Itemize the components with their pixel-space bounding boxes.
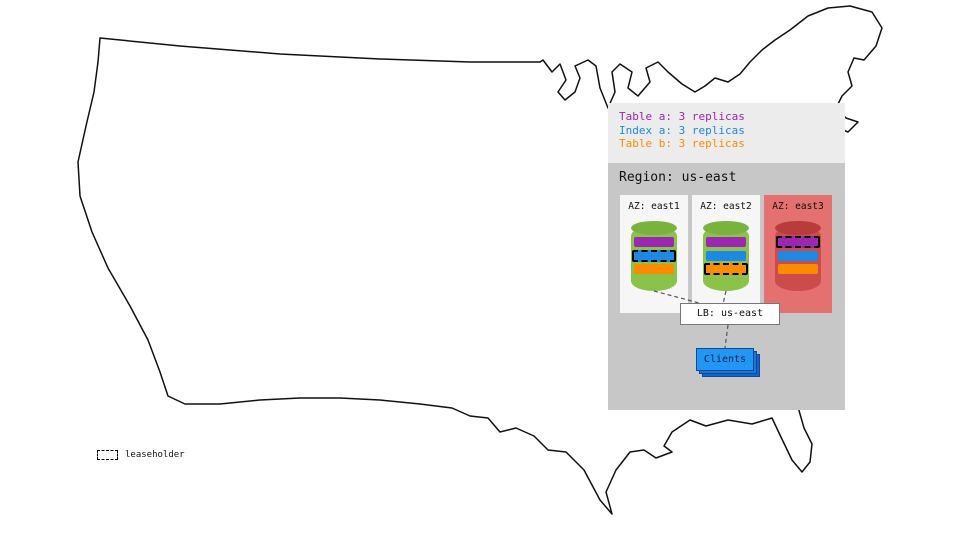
database-cylinder-east1	[631, 221, 677, 291]
az-east2-label: AZ: east2	[700, 201, 752, 212]
replica-legend: Table a: 3 replicas Index a: 3 replicas …	[608, 103, 845, 163]
region-us-east-panel: Region: us-east AZ: east1 AZ: east2	[608, 163, 845, 410]
database-cylinder-east3	[775, 221, 821, 291]
replica-bar-table-a	[776, 236, 820, 248]
clients-box: Clients	[696, 348, 754, 371]
clients-label: Clients	[703, 354, 747, 365]
cylinder-top	[775, 221, 821, 235]
connector-east1-to-lb	[653, 290, 704, 305]
connector-lb-to-clients	[724, 324, 729, 349]
replica-bar-table-b	[778, 264, 818, 274]
replica-bar-table-b	[704, 263, 748, 275]
leaseholder-legend-label: leaseholder	[125, 450, 185, 460]
connector-east2-to-lb	[722, 290, 727, 305]
replica-bar-index-a	[778, 251, 818, 261]
az-east1-label: AZ: east1	[628, 201, 680, 212]
clients-stack: Clients	[696, 348, 760, 377]
leaseholder-legend: leaseholder	[97, 450, 185, 460]
leaseholder-swatch-icon	[97, 450, 118, 460]
load-balancer-label: LB: us-east	[696, 308, 764, 319]
replica-bar-table-a	[634, 237, 674, 247]
load-balancer-box: LB: us-east	[680, 303, 780, 325]
legend-item-table-a: Table a: 3 replicas	[619, 110, 745, 123]
legend-item-index-a: Index a: 3 replicas	[619, 123, 745, 137]
connector-lines	[653, 290, 729, 349]
replica-bar-index-a	[706, 251, 746, 261]
az-east3-label: AZ: east3	[772, 201, 824, 212]
legend-item-table-b: Table b: 3 replicas	[619, 137, 745, 150]
az-east1-box: AZ: east1	[620, 195, 688, 313]
az-east3-box: AZ: east3	[764, 195, 832, 313]
replica-bar-table-a	[706, 237, 746, 247]
cylinder-top	[703, 221, 749, 235]
replica-bar-index-a	[632, 250, 676, 262]
cylinder-top	[631, 221, 677, 235]
replica-bar-table-b	[634, 264, 674, 274]
database-cylinder-east2	[703, 221, 749, 291]
region-title: Region: us-east	[619, 170, 737, 185]
